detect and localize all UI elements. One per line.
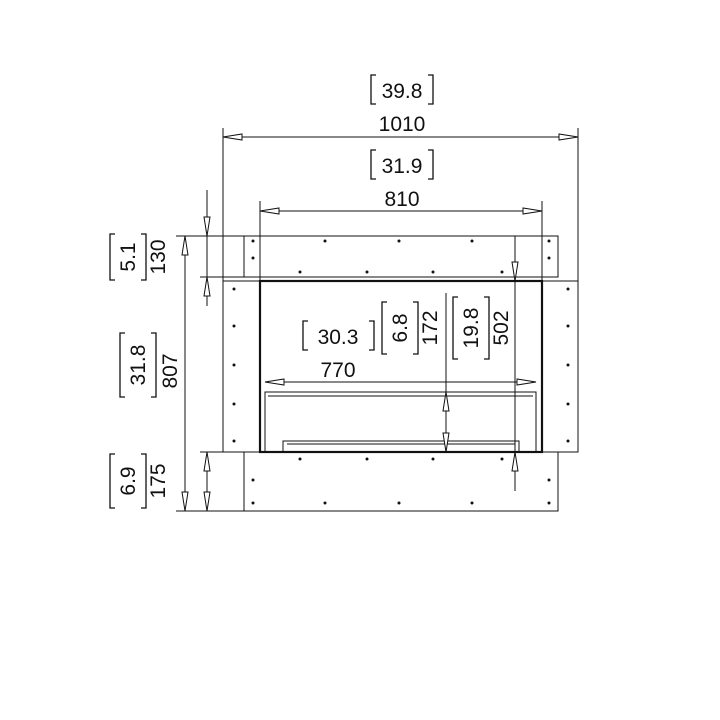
dim-overall-height: 31.8 807 [119, 332, 182, 398]
burner [282, 440, 520, 453]
dim-inner-width-mm: 770 [320, 359, 355, 382]
firebox-opening [258, 279, 544, 454]
dim-opening-height-inches: 19.8 [460, 308, 483, 349]
dim-overall-width-mm: 1010 [379, 113, 426, 136]
bottom-band [243, 451, 559, 512]
dim-viewing-width-inches: 31.9 [382, 155, 423, 178]
top-band [243, 235, 559, 278]
extension-lines [176, 128, 579, 512]
dim-opening-height-mm: 502 [490, 310, 513, 345]
dim-burner-height: 6.8 172 [381, 301, 442, 355]
outer-frame [222, 280, 579, 453]
dim-overall-height-mm: 807 [159, 353, 182, 388]
screw-dots [232, 239, 570, 505]
dim-opening-height: 19.8 502 [452, 296, 513, 360]
dim-top-height: 5.1 130 [109, 233, 170, 281]
dim-top-height-inches: 5.1 [117, 242, 140, 271]
dim-inner-width: 30.3 770 [302, 320, 375, 382]
dim-bottom-height-inches: 6.9 [117, 466, 140, 495]
dim-overall-height-inches: 31.8 [127, 345, 150, 386]
dim-viewing-width-mm: 810 [384, 188, 419, 211]
dim-burner-height-mm: 172 [419, 310, 442, 345]
dimension-lines [181, 133, 579, 512]
fireplace-frame [222, 235, 579, 512]
dim-burner-height-inches: 6.8 [389, 313, 412, 342]
firebox-inner [264, 391, 537, 452]
dim-bottom-height: 6.9 175 [109, 453, 170, 509]
dim-overall-width-inches: 39.8 [382, 80, 423, 103]
dim-inner-width-inches: 30.3 [318, 326, 359, 349]
dim-overall-width: 39.8 1010 [370, 74, 434, 136]
dim-viewing-width: 31.9 810 [370, 149, 434, 211]
dim-bottom-height-mm: 175 [147, 463, 170, 498]
dim-top-height-mm: 130 [147, 239, 170, 274]
